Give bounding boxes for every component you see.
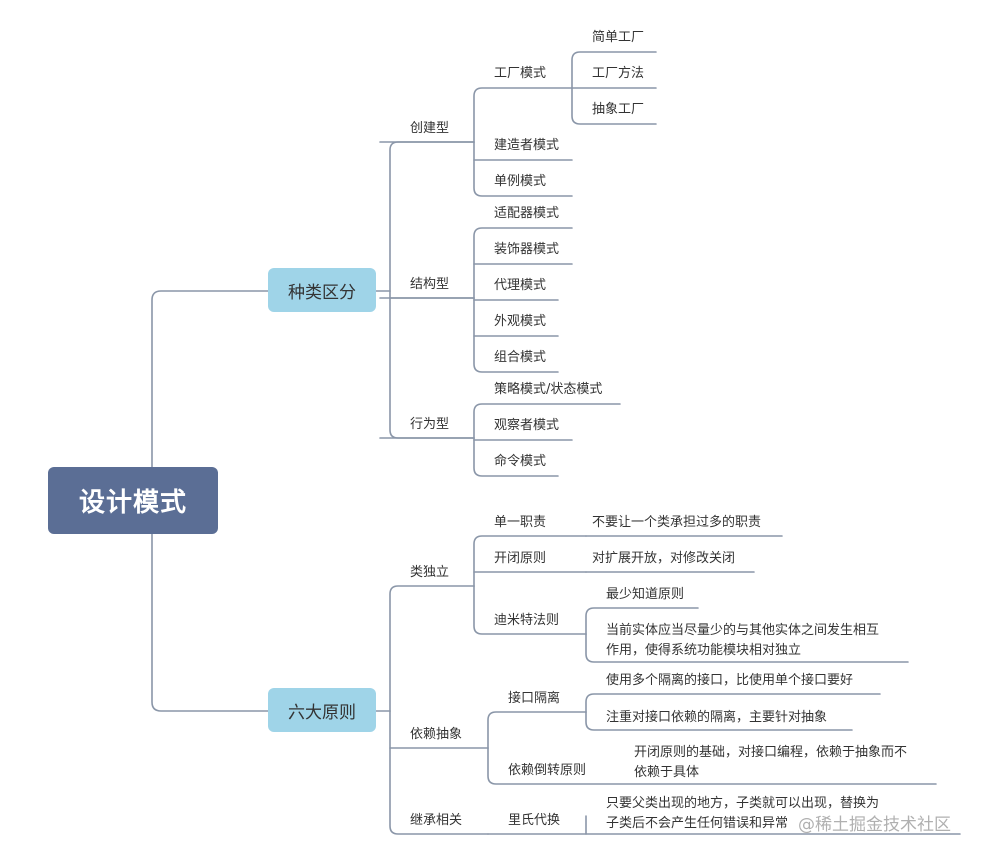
node-dip[interactable]: 依赖倒转原则: [508, 763, 587, 778]
watermark: @稀土掘金技术社区: [798, 815, 951, 835]
node-proxy[interactable]: 代理模式: [494, 278, 547, 293]
link-principles-2: [389, 710, 489, 835]
node-abstract-factory[interactable]: 抽象工厂: [592, 102, 645, 117]
link-isp-1: [585, 711, 853, 731]
note-lsp-line1: 只要父类出现的地方，子类就可以出现，替换为: [606, 796, 880, 811]
topic-principles[interactable]: 六大原则: [268, 688, 376, 732]
node-adapter[interactable]: 适配器模式: [494, 206, 560, 221]
node-behavioral[interactable]: 行为型: [410, 417, 450, 432]
topic-types[interactable]: 种类区分: [268, 268, 376, 312]
node-decorator[interactable]: 装饰器模式: [494, 242, 560, 257]
link-behavioral-2: [473, 437, 559, 477]
note-isp-2[interactable]: 注重对接口依赖的隔离，主要针对抽象: [606, 710, 828, 725]
note-lod-2[interactable]: 当前实体应当尽量少的与其他实体之间发生相互 作用，使得系统功能模块相对独立: [606, 621, 879, 661]
link-principles-0: [389, 585, 475, 712]
node-class-independence[interactable]: 类独立: [410, 565, 450, 580]
link-root-types: [151, 290, 269, 468]
node-composite[interactable]: 组合模式: [494, 350, 547, 365]
node-creational[interactable]: 创建型: [410, 121, 450, 136]
note-ocp[interactable]: 对扩展开放，对修改关闭: [592, 551, 736, 566]
link-lod-0: [585, 607, 699, 635]
link-behavioral-0: [473, 403, 621, 439]
node-lsp[interactable]: 里氏代换: [508, 813, 561, 828]
node-inheritance[interactable]: 继承相关: [410, 813, 463, 828]
link-factory-0: [571, 51, 657, 89]
note-lod-2-line2: 作用，使得系统功能模块相对独立: [606, 643, 802, 658]
note-dip[interactable]: 开闭原则的基础，对接口编程，依赖于抽象而不 依赖于具体: [634, 743, 907, 783]
note-lod-2-line1: 当前实体应当尽量少的与其他实体之间发生相互: [606, 623, 880, 638]
note-dip-line1: 开闭原则的基础，对接口编程，依赖于抽象而不: [634, 745, 908, 760]
note-isp-1[interactable]: 使用多个隔离的接口，比使用单个接口要好: [606, 673, 854, 688]
node-strategy-state[interactable]: 策略模式/状态模式: [494, 382, 603, 397]
link-depend-0: [487, 711, 587, 749]
link-class-independence-2: [473, 585, 587, 635]
link-factory-2: [571, 87, 657, 125]
node-facade[interactable]: 外观模式: [494, 314, 547, 329]
node-factory[interactable]: 工厂模式: [494, 66, 547, 81]
node-isp[interactable]: 接口隔离: [508, 691, 561, 706]
root-node[interactable]: 设计模式: [48, 467, 218, 534]
link-root-principles: [151, 533, 269, 712]
node-command[interactable]: 命令模式: [494, 454, 547, 469]
node-depend-abstraction[interactable]: 依赖抽象: [410, 727, 463, 742]
node-simple-factory[interactable]: 简单工厂: [592, 30, 645, 45]
link-types-0: [389, 141, 475, 292]
note-srp[interactable]: 不要让一个类承担过多的职责: [592, 515, 762, 530]
node-factory-method[interactable]: 工厂方法: [592, 66, 645, 81]
link-isp-0: [585, 693, 881, 713]
note-lsp-line2: 子类后不会产生任何错误和异常: [606, 816, 789, 831]
link-depend-1: [487, 747, 937, 785]
node-ocp[interactable]: 开闭原则: [494, 551, 547, 566]
node-srp[interactable]: 单一职责: [494, 515, 547, 530]
note-lod-1[interactable]: 最少知道原则: [606, 587, 685, 602]
note-dip-line2: 依赖于具体: [634, 765, 700, 780]
node-lod[interactable]: 迪米特法则: [494, 613, 560, 628]
node-structural[interactable]: 结构型: [410, 277, 450, 292]
link-class-independence-0: [473, 535, 587, 587]
node-observer[interactable]: 观察者模式: [494, 418, 560, 433]
link-creational-2: [473, 141, 573, 197]
link-structural-4: [473, 297, 559, 373]
link-creational-0: [473, 87, 573, 143]
note-lsp[interactable]: 只要父类出现的地方，子类就可以出现，替换为 子类后不会产生任何错误和异常: [606, 794, 879, 834]
link-structural-0: [473, 227, 573, 299]
link-lod-1: [585, 633, 909, 663]
node-singleton[interactable]: 单例模式: [494, 174, 547, 189]
node-builder[interactable]: 建造者模式: [494, 138, 560, 153]
